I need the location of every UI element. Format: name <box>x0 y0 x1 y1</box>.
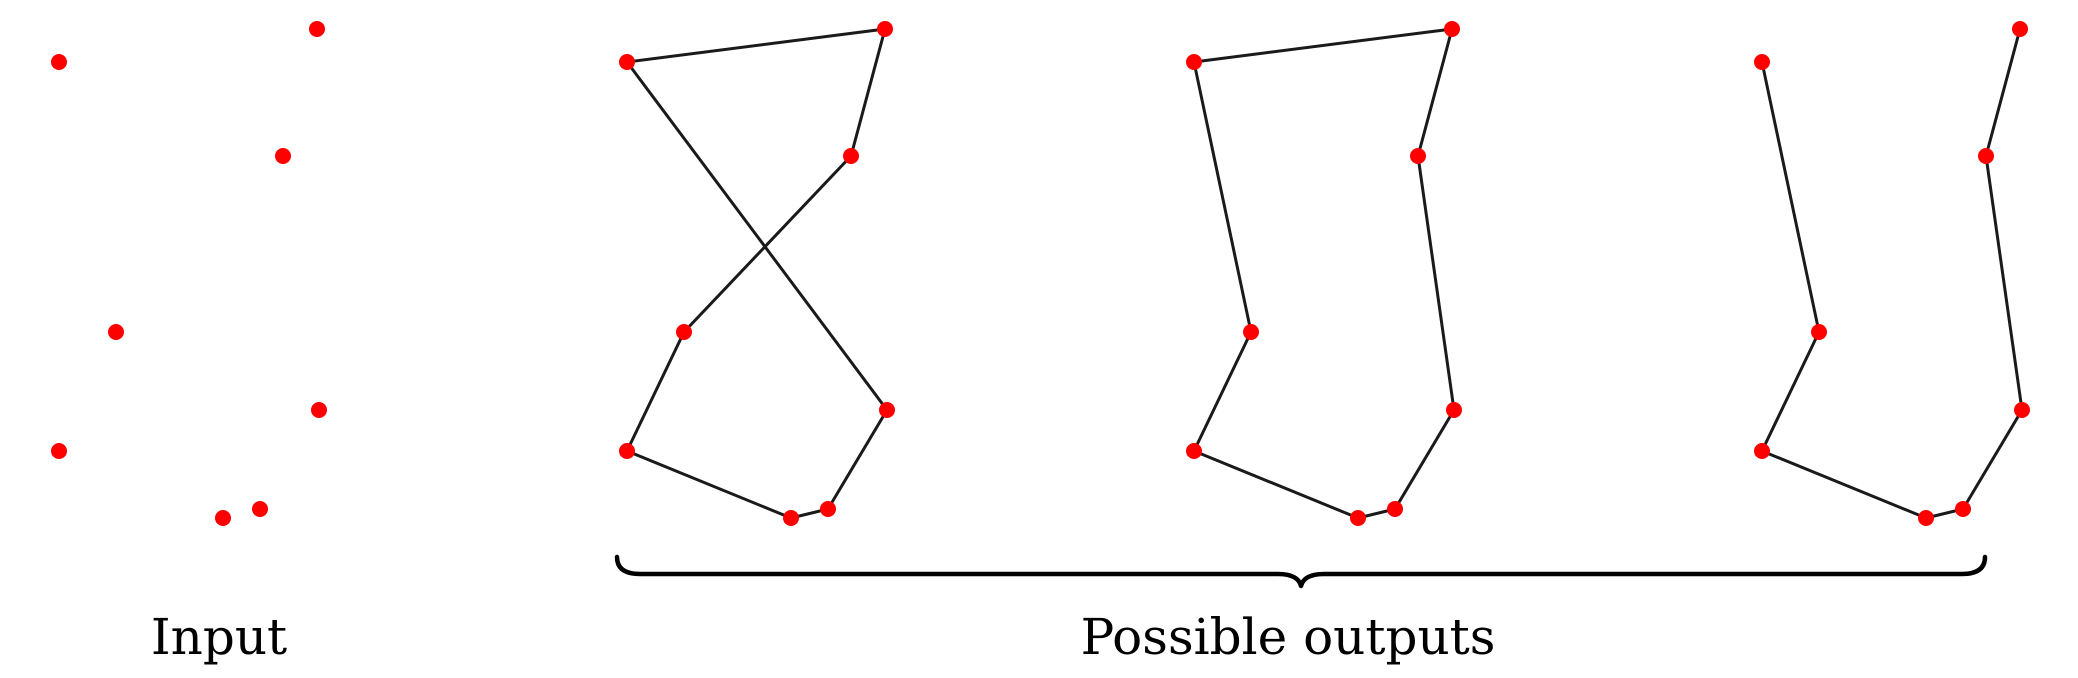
output-1-point-p6 <box>783 510 799 526</box>
input-point-p3 <box>275 148 291 164</box>
output-3-edge-path <box>1760 28 2024 520</box>
input-caption: Input <box>151 608 287 666</box>
outputs-caption: Possible outputs <box>1081 608 1496 666</box>
output-1-point-p8 <box>879 402 895 418</box>
input-point-p8 <box>311 402 327 418</box>
output-2-point-p1 <box>1186 54 1202 70</box>
output-1-point-p7 <box>820 501 836 517</box>
output-1-point-p3 <box>843 148 859 164</box>
output-3-point-p5 <box>1754 443 1770 459</box>
output-3-point-p3 <box>1978 148 1994 164</box>
output-2-point-p2 <box>1444 21 1460 37</box>
output-3-point-p6 <box>1918 510 1934 526</box>
output-2-point-p5 <box>1186 443 1202 459</box>
input-point-p7 <box>252 501 268 517</box>
output-1-point-p4 <box>676 324 692 340</box>
output-2-point-p8 <box>1446 402 1462 418</box>
output-1-edge-path <box>625 27 889 520</box>
input-point-p4 <box>108 324 124 340</box>
output-3-point-p7 <box>1955 501 1971 517</box>
input-point-p5 <box>51 443 67 459</box>
output-3-point-p1 <box>1754 54 1770 70</box>
output-2-point-p3 <box>1410 148 1426 164</box>
output-3-point-p2 <box>2012 21 2028 37</box>
output-3-point-p4 <box>1811 324 1827 340</box>
input-point-p2 <box>309 21 325 37</box>
output-2-point-p6 <box>1350 510 1366 526</box>
output-panel-1 <box>619 21 895 526</box>
output-panel-2 <box>1186 21 1462 526</box>
output-1-point-p1 <box>619 54 635 70</box>
input-point-p6 <box>215 510 231 526</box>
output-1-point-p5 <box>619 443 635 459</box>
outputs-curly-brace <box>614 554 1988 589</box>
input-panel <box>51 21 327 526</box>
output-panel-3 <box>1754 21 2030 526</box>
output-2-point-p7 <box>1387 501 1403 517</box>
input-point-p1 <box>51 54 67 70</box>
output-2-edge-path <box>1192 27 1456 520</box>
output-1-point-p2 <box>877 21 893 37</box>
output-3-point-p8 <box>2014 402 2030 418</box>
output-2-point-p4 <box>1243 324 1259 340</box>
